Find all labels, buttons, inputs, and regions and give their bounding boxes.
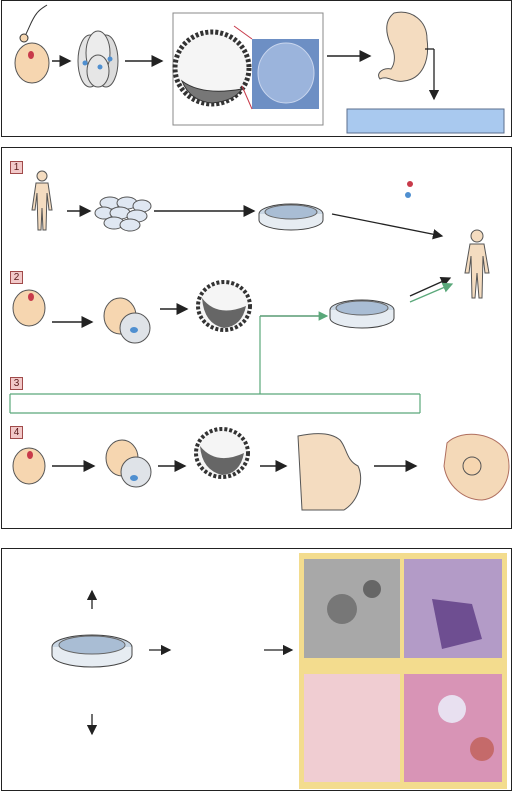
- panel-a-drawing: [14, 4, 505, 134]
- egg-row2: [12, 289, 46, 327]
- step-badge-4: 4: [10, 426, 23, 439]
- result-box: [346, 108, 505, 134]
- panel-b-drawing: [9, 170, 510, 511]
- micrograph-muscle: [304, 674, 400, 782]
- panel-c: [1, 548, 512, 791]
- culture-dish-1: [258, 203, 324, 231]
- blastocyst-row4: [194, 427, 250, 479]
- step-badge-2: 2: [10, 271, 23, 284]
- egg-pair-row4: [105, 439, 152, 488]
- micrograph-pancreas: [404, 674, 502, 782]
- four-cell-embryo-icon: [77, 30, 119, 88]
- panel-c-drawing: [51, 553, 507, 789]
- culture-dish-3: [51, 634, 133, 668]
- blastocyst-row2: [196, 280, 252, 332]
- step-badge-1: 1: [10, 161, 23, 174]
- step-badge-3: 3: [10, 377, 23, 390]
- uterus-fetus-icon: [443, 433, 510, 501]
- adult-human-icon-right: [464, 229, 490, 299]
- pregnant-woman-icon: [297, 433, 362, 511]
- egg-row4: [12, 447, 46, 485]
- egg-pair-row2: [103, 297, 151, 344]
- somatic-cells-cluster: [94, 196, 152, 232]
- culture-dish-2: [329, 299, 395, 329]
- panel-b: 1 2 3 4: [1, 147, 512, 529]
- panel-a: [1, 0, 512, 137]
- sperm-icon: [19, 4, 48, 43]
- fertilized-egg-icon: [14, 42, 50, 84]
- fetus-icon: [378, 11, 429, 82]
- adult-human-icon-left: [31, 170, 53, 231]
- blastocyst-inset: [172, 12, 324, 126]
